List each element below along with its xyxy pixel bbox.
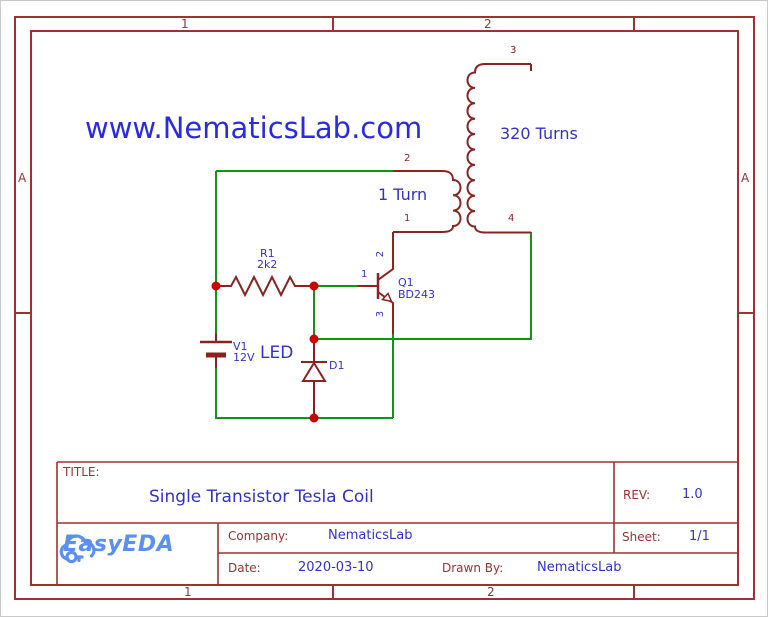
titleblock-sheet-value[interactable]: 1/1 bbox=[689, 529, 710, 544]
titleblock-date-value[interactable]: 2020-03-10 bbox=[298, 560, 374, 575]
titleblock-drawnby-label: Drawn By: bbox=[442, 561, 504, 575]
resistor-ref[interactable]: R1 bbox=[260, 247, 275, 260]
diode-symbol[interactable] bbox=[301, 343, 327, 414]
transistor-part[interactable]: BD243 bbox=[398, 288, 436, 301]
transformer-pin3-number: 3 bbox=[510, 45, 517, 56]
watermark-text[interactable]: www.NematicsLab.com bbox=[85, 111, 423, 145]
transformer-symbol[interactable] bbox=[393, 63, 532, 234]
frame-row-label-right: A bbox=[741, 171, 750, 185]
frame-col-label-bottom-1: 1 bbox=[184, 585, 192, 599]
titleblock-title[interactable]: Single Transistor Tesla Coil bbox=[149, 487, 374, 507]
titleblock-rev-value[interactable]: 1.0 bbox=[682, 487, 703, 502]
frame-row-label-left: A bbox=[18, 171, 27, 185]
transformer-primary-coil bbox=[393, 170, 462, 233]
sheet-frame bbox=[14, 16, 755, 600]
battery-ref[interactable]: V1 bbox=[233, 340, 248, 353]
battery-symbol[interactable] bbox=[200, 333, 232, 368]
titleblock-company-label: Company: bbox=[228, 529, 289, 543]
easyeda-logo: EasyEDA bbox=[59, 532, 174, 564]
frame-col-label-top-1: 1 bbox=[181, 17, 189, 31]
diode-ref[interactable]: D1 bbox=[329, 359, 345, 372]
title-block-borders bbox=[56, 461, 738, 585]
resistor-value[interactable]: 2k2 bbox=[257, 258, 278, 271]
easyeda-cloud-icon bbox=[59, 534, 96, 564]
titleblock-drawnby-value[interactable]: NematicsLab bbox=[537, 560, 622, 575]
titleblock-rev-label: REV: bbox=[623, 488, 651, 502]
secondary-turns-label[interactable]: 320 Turns bbox=[500, 124, 578, 143]
transistor-symbol[interactable] bbox=[358, 232, 394, 334]
transformer-pin4-number: 4 bbox=[508, 213, 515, 224]
resistor-symbol[interactable] bbox=[216, 274, 314, 298]
transformer-pin2-number: 2 bbox=[404, 153, 411, 164]
transistor-ref[interactable]: Q1 bbox=[398, 276, 414, 289]
transistor-pin-collector-number: 2 bbox=[375, 250, 387, 258]
transformer-secondary-coil bbox=[466, 63, 531, 234]
titleblock-date-label: Date: bbox=[228, 561, 261, 575]
titleblock-sheet-label: Sheet: bbox=[622, 530, 661, 544]
frame-col-label-top-2: 2 bbox=[484, 17, 492, 31]
frame-col-label-bottom-2: 2 bbox=[487, 585, 495, 599]
battery-value[interactable]: 12V bbox=[233, 351, 255, 364]
junction-dots bbox=[211, 281, 319, 423]
led-note[interactable]: LED bbox=[260, 343, 294, 363]
transistor-pin-base-number: 1 bbox=[361, 269, 368, 280]
primary-turns-label[interactable]: 1 Turn bbox=[378, 185, 428, 204]
titleblock-title-label: TITLE: bbox=[63, 465, 100, 479]
transistor-pin-emitter-number: 3 bbox=[375, 310, 387, 318]
transformer-pin1-number: 1 bbox=[404, 213, 411, 224]
wires[interactable] bbox=[215, 170, 532, 419]
titleblock-company-value[interactable]: NematicsLab bbox=[328, 528, 413, 543]
